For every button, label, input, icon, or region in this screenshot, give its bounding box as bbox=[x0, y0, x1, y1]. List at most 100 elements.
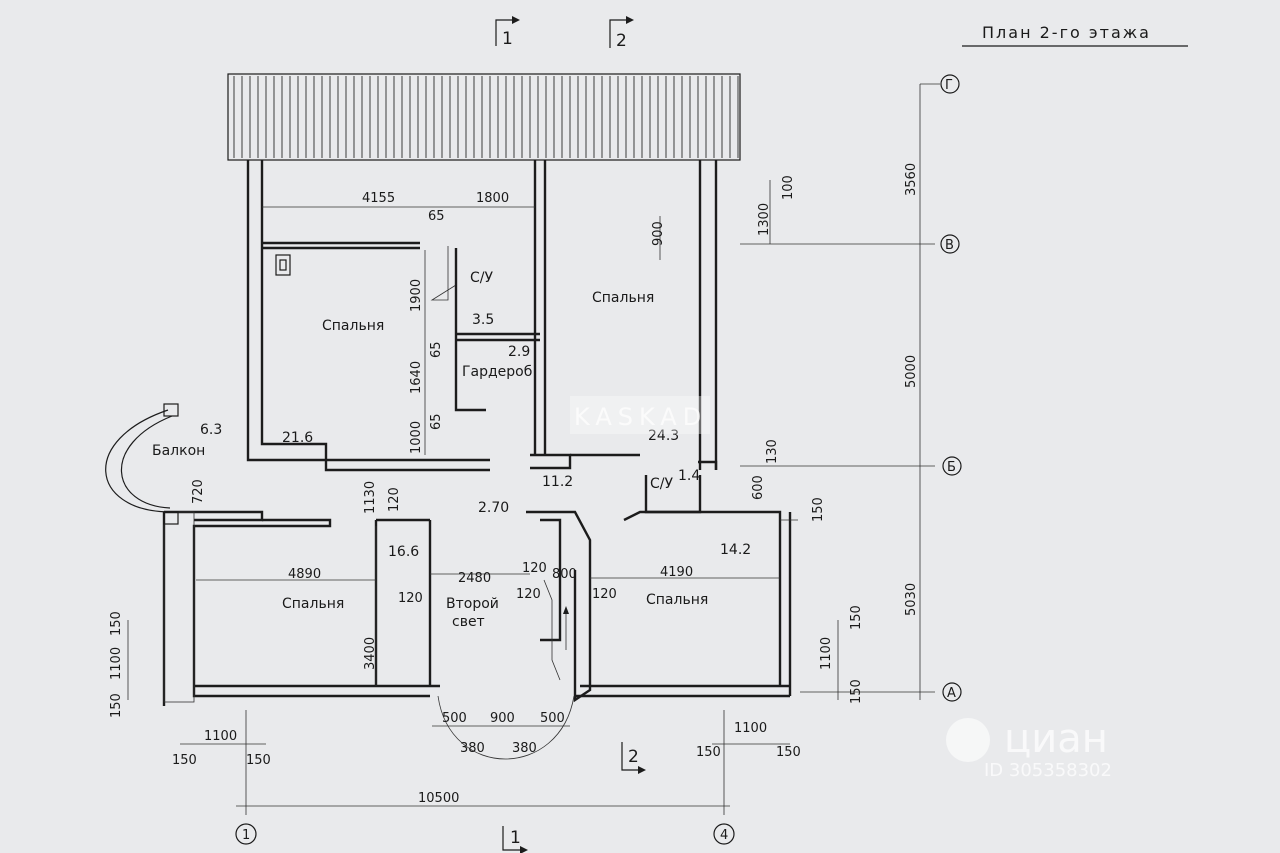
area-bedroom-sw: 16.6 bbox=[388, 544, 419, 560]
area-bedroom-ne: 24.3 bbox=[648, 428, 679, 444]
level-mark: 2.70 bbox=[478, 500, 509, 516]
svg-text:120: 120 bbox=[398, 591, 423, 606]
svg-text:65: 65 bbox=[429, 413, 444, 430]
svg-text:1640: 1640 bbox=[409, 361, 424, 394]
svg-text:130: 130 bbox=[765, 439, 780, 464]
area-wardrobe: 2.9 bbox=[508, 344, 530, 360]
svg-text:2: 2 bbox=[616, 31, 627, 51]
svg-text:KASKAD: KASKAD bbox=[574, 403, 707, 431]
svg-text:150: 150 bbox=[849, 605, 864, 630]
svg-text:2480: 2480 bbox=[458, 571, 491, 586]
section-marker-1-top: 1 bbox=[495, 16, 520, 49]
kaskad-watermark: KASKAD bbox=[570, 396, 710, 434]
svg-text:150: 150 bbox=[696, 745, 721, 760]
svg-text:4155: 4155 bbox=[362, 191, 395, 206]
svg-text:120: 120 bbox=[387, 487, 402, 512]
room-label-wardrobe: Гардероб bbox=[462, 364, 532, 380]
svg-text:5030: 5030 bbox=[904, 583, 919, 616]
room-label-bedroom-ne: Спальня bbox=[592, 290, 654, 306]
svg-text:ID 305358302: ID 305358302 bbox=[984, 760, 1112, 781]
svg-text:150: 150 bbox=[172, 753, 197, 768]
svg-text:1100: 1100 bbox=[204, 729, 237, 744]
svg-text:А: А bbox=[947, 686, 956, 701]
svg-text:120: 120 bbox=[516, 587, 541, 602]
svg-text:В: В bbox=[945, 238, 954, 253]
svg-text:3400: 3400 bbox=[363, 637, 378, 670]
room-label-balcony: Балкон bbox=[152, 443, 205, 459]
svg-text:1: 1 bbox=[502, 29, 513, 49]
plan-title: План 2-го этажа bbox=[982, 23, 1151, 42]
area-hall: 11.2 bbox=[542, 474, 573, 490]
svg-text:500: 500 bbox=[442, 711, 467, 726]
svg-text:1800: 1800 bbox=[476, 191, 509, 206]
staircase bbox=[543, 579, 569, 681]
axis-marker-v: В bbox=[940, 234, 960, 254]
svg-text:150: 150 bbox=[246, 753, 271, 768]
svg-text:65: 65 bbox=[429, 341, 444, 358]
svg-text:900: 900 bbox=[651, 221, 666, 246]
axis-marker-b: Б bbox=[942, 456, 962, 476]
room-label-bath-top: С/У bbox=[470, 270, 493, 286]
svg-text:500: 500 bbox=[540, 711, 565, 726]
svg-text:1900: 1900 bbox=[409, 279, 424, 312]
dimension-lines bbox=[127, 83, 940, 815]
svg-text:380: 380 bbox=[460, 741, 485, 756]
axis-marker-4: 4 bbox=[713, 823, 735, 845]
svg-text:1100: 1100 bbox=[734, 721, 767, 736]
svg-text:1100: 1100 bbox=[819, 637, 834, 670]
section-marker-1-bottom: 1 bbox=[502, 826, 528, 853]
svg-text:900: 900 bbox=[490, 711, 515, 726]
axis-marker-g: Г bbox=[940, 74, 960, 94]
svg-text:150: 150 bbox=[776, 745, 801, 760]
svg-text:5000: 5000 bbox=[904, 355, 919, 388]
svg-text:2: 2 bbox=[628, 747, 639, 767]
area-bath-small: 1.4 bbox=[678, 468, 700, 484]
svg-text:1130: 1130 bbox=[363, 481, 378, 514]
svg-text:Г: Г bbox=[945, 78, 953, 93]
svg-text:1000: 1000 bbox=[409, 421, 424, 454]
svg-text:120: 120 bbox=[522, 561, 547, 576]
svg-text:3560: 3560 bbox=[904, 163, 919, 196]
room-label-second-light-2: свет bbox=[452, 614, 485, 630]
svg-text:65: 65 bbox=[428, 209, 445, 224]
cian-watermark: циан ID 305358302 bbox=[946, 716, 1112, 781]
area-balcony: 6.3 bbox=[200, 422, 222, 438]
room-label-second-light-1: Второй bbox=[446, 596, 499, 612]
svg-text:800: 800 bbox=[552, 567, 577, 582]
dimension-texts: 4155 65 1800 900 1300 100 3560 5000 5030… bbox=[109, 163, 919, 806]
entrance-arc bbox=[437, 695, 575, 760]
svg-text:циан: циан bbox=[1004, 716, 1108, 762]
balcony-outline bbox=[105, 403, 179, 525]
svg-text:380: 380 bbox=[512, 741, 537, 756]
svg-text:4: 4 bbox=[720, 828, 728, 843]
room-label-bedroom-nw: Спальня bbox=[322, 318, 384, 334]
svg-text:100: 100 bbox=[781, 175, 796, 200]
svg-text:1: 1 bbox=[242, 828, 250, 843]
svg-text:120: 120 bbox=[592, 587, 617, 602]
area-bath-top: 3.5 bbox=[472, 312, 494, 328]
walls bbox=[162, 160, 798, 706]
area-bedroom-se: 14.2 bbox=[720, 542, 751, 558]
svg-text:720: 720 bbox=[191, 479, 206, 504]
svg-text:1100: 1100 bbox=[109, 647, 124, 680]
svg-text:10500: 10500 bbox=[418, 791, 459, 806]
svg-text:150: 150 bbox=[109, 693, 124, 718]
area-bedroom-nw: 21.6 bbox=[282, 430, 313, 446]
axis-marker-a: А bbox=[942, 682, 962, 702]
room-label-bedroom-sw: Спальня bbox=[282, 596, 344, 612]
svg-text:1300: 1300 bbox=[757, 203, 772, 236]
svg-text:1: 1 bbox=[510, 828, 521, 848]
chimney bbox=[275, 254, 291, 276]
svg-text:150: 150 bbox=[849, 679, 864, 704]
roof-hatch bbox=[227, 73, 741, 161]
svg-text:150: 150 bbox=[109, 611, 124, 636]
section-marker-2-top: 2 bbox=[609, 16, 634, 51]
svg-text:4190: 4190 bbox=[660, 565, 693, 580]
room-label-bedroom-se: Спальня bbox=[646, 592, 708, 608]
svg-text:600: 600 bbox=[751, 475, 766, 500]
room-label-bath-small: С/У bbox=[650, 476, 673, 492]
svg-text:4890: 4890 bbox=[288, 567, 321, 582]
section-marker-2-bottom: 2 bbox=[621, 742, 646, 774]
